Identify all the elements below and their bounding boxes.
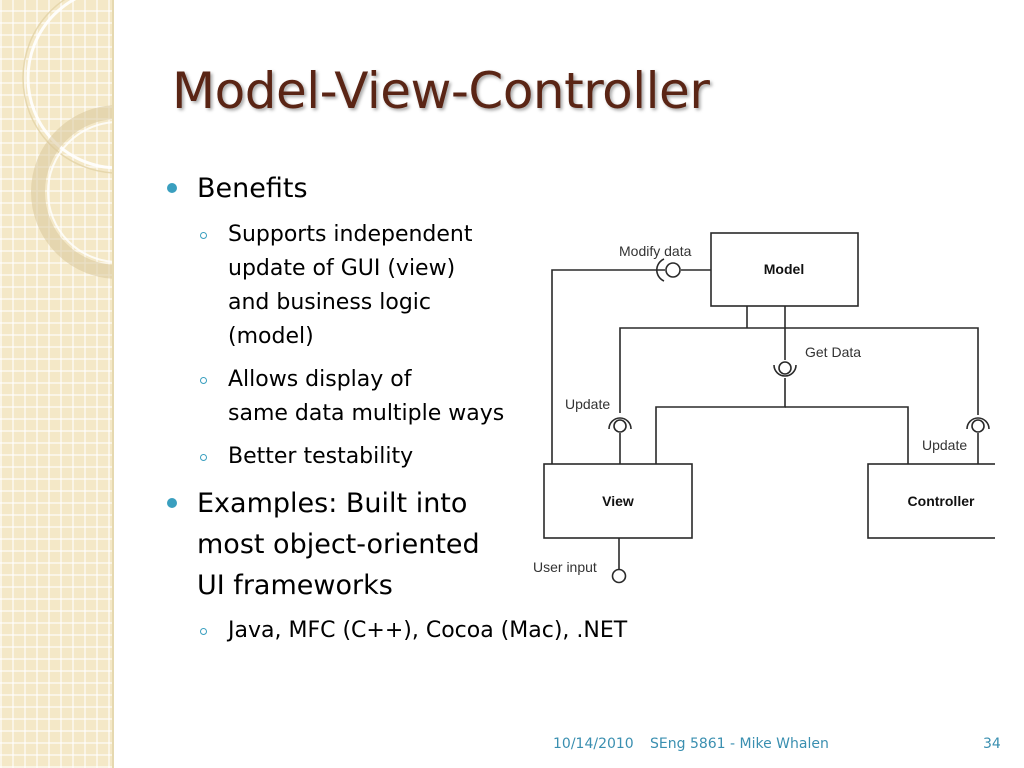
subbullet-marker — [200, 232, 207, 239]
subbullet-line: Supports independent — [228, 222, 473, 247]
bullet-marker — [167, 183, 177, 193]
bullet-benefits: Benefits — [167, 168, 308, 209]
subbullet-line: and business logic — [228, 290, 432, 315]
get-data-label: Get Data — [805, 344, 861, 360]
mvc-diagram: Model View Controller Modify data Get Da… — [533, 232, 995, 584]
subbullet-line: (model) — [228, 324, 314, 349]
subbullet-supports: Supports independent update of GUI (view… — [200, 218, 473, 354]
get-data-connector — [655, 378, 786, 464]
modify-data-label: Modify data — [619, 243, 692, 259]
modify-data-interface — [665, 262, 681, 278]
slide-title: Model-View-Controller — [172, 62, 710, 120]
update-controller-label: Update — [922, 437, 967, 453]
update-controller-interface — [971, 419, 985, 433]
subbullet-line: update of GUI (view) — [228, 256, 456, 281]
bullet-line: UI frameworks — [197, 570, 393, 601]
model-label: Model — [764, 261, 804, 277]
subbullet-marker — [200, 454, 207, 461]
modify-data-connector — [551, 269, 665, 464]
subbullet-text: Better testability — [228, 444, 414, 469]
bullet-marker — [167, 498, 177, 508]
bullet-examples: Examples: Built into most object-oriente… — [167, 483, 480, 606]
controller-label: Controller — [908, 493, 975, 509]
bullet-line: Examples: Built into — [197, 488, 468, 519]
get-data-socket — [773, 364, 797, 377]
view-box — [543, 463, 693, 539]
update-view-socket — [608, 417, 632, 430]
update-view-interface — [613, 419, 627, 433]
footer-course: SEng 5861 - Mike Whalen — [650, 736, 829, 752]
bullet-line: most object-oriented — [197, 529, 480, 560]
update-view-label: Update — [565, 396, 610, 412]
modify-data-socket — [656, 258, 665, 282]
ring-decoration — [22, 0, 112, 279]
update-controller-socket — [966, 417, 990, 430]
decorative-sidebar — [0, 0, 114, 768]
view-label: View — [602, 493, 634, 509]
get-data-interface — [778, 361, 792, 375]
subbullet-marker — [200, 377, 207, 384]
controller-box — [867, 463, 995, 539]
subbullet-text: Java, MFC (C++), Cocoa (Mac), .NET — [228, 618, 628, 643]
bullet-text: Benefits — [197, 173, 308, 204]
model-box — [710, 232, 859, 307]
subbullet-line: Allows display of — [228, 367, 412, 392]
subbullet-marker — [200, 628, 207, 635]
subbullet-allows: Allows display of same data multiple way… — [200, 363, 505, 431]
subbullet-line: same data multiple ways — [228, 401, 505, 426]
footer-page-number: 34 — [983, 736, 1001, 752]
get-data-connector — [785, 406, 909, 464]
user-input-label: User input — [533, 559, 597, 575]
footer-date: 10/14/2010 — [553, 736, 634, 752]
user-input-interface — [611, 568, 627, 584]
subbullet-frameworks: Java, MFC (C++), Cocoa (Mac), .NET — [200, 614, 628, 648]
subbullet-testability: Better testability — [200, 440, 414, 474]
get-data-connector — [619, 327, 979, 415]
